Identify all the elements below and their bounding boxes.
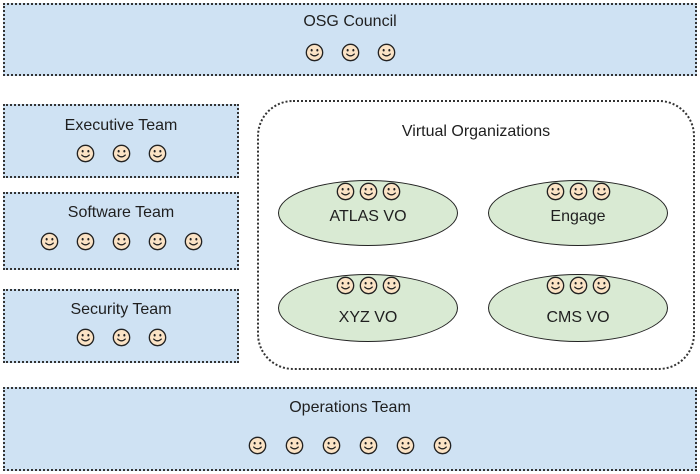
- virtual-organizations-container: Virtual Organizations ATLAS VO Engage XY…: [257, 100, 695, 370]
- security-team-title: Security Team: [70, 301, 172, 318]
- smiley-face-icon: [112, 232, 130, 251]
- smiley-face-icon: [112, 328, 130, 347]
- osg-council-members: [5, 43, 695, 62]
- vo-xyz-label: XYZ VO: [338, 309, 398, 326]
- virtual-organizations-title: Virtual Organizations: [401, 123, 551, 140]
- smiley-face-icon: [40, 232, 58, 251]
- smiley-face-icon: [569, 182, 587, 201]
- vo-engage-label: Engage: [550, 208, 606, 225]
- smiley-face-icon: [359, 436, 378, 455]
- smiley-face-icon: [148, 328, 166, 347]
- smiley-face-icon: [148, 144, 166, 163]
- smiley-face-icon: [322, 436, 341, 455]
- smiley-face-icon: [359, 276, 377, 295]
- vo-engage-members: [489, 182, 667, 201]
- smiley-face-icon: [396, 436, 415, 455]
- smiley-face-icon: [148, 232, 166, 251]
- smiley-face-icon: [546, 182, 564, 201]
- smiley-face-icon: [382, 276, 400, 295]
- executive-team-box: Executive Team: [3, 104, 239, 178]
- smiley-face-icon: [305, 43, 323, 62]
- vo-ellipse-cms: CMS VO: [488, 274, 668, 342]
- smiley-face-icon: [377, 43, 395, 62]
- vo-ellipse-xyz: XYZ VO: [278, 274, 458, 342]
- osg-council-box: OSG Council: [3, 3, 697, 76]
- operations-team-members: [5, 436, 695, 455]
- smiley-face-icon: [433, 436, 452, 455]
- smiley-face-icon: [76, 232, 94, 251]
- vo-ellipse-engage: Engage: [488, 180, 668, 246]
- vo-ellipse-atlas: ATLAS VO: [278, 180, 458, 246]
- executive-team-members: [5, 144, 237, 163]
- smiley-face-icon: [359, 182, 377, 201]
- smiley-face-icon: [336, 182, 354, 201]
- smiley-face-icon: [76, 144, 94, 163]
- software-team-box: Software Team: [3, 192, 239, 270]
- security-team-box: Security Team: [3, 289, 239, 363]
- vo-cms-members: [489, 276, 667, 295]
- smiley-face-icon: [569, 276, 587, 295]
- smiley-face-icon: [592, 182, 610, 201]
- vo-cms-label: CMS VO: [546, 309, 610, 326]
- smiley-face-icon: [592, 276, 610, 295]
- vo-atlas-label: ATLAS VO: [329, 208, 407, 225]
- smiley-face-icon: [336, 276, 354, 295]
- smiley-face-icon: [341, 43, 359, 62]
- vo-xyz-members: [279, 276, 457, 295]
- smiley-face-icon: [76, 328, 94, 347]
- smiley-face-icon: [382, 182, 400, 201]
- security-team-members: [5, 328, 237, 347]
- operations-team-title: Operations Team: [289, 399, 411, 416]
- software-team-members: [5, 232, 237, 251]
- smiley-face-icon: [285, 436, 304, 455]
- smiley-face-icon: [248, 436, 267, 455]
- software-team-title: Software Team: [67, 204, 175, 221]
- smiley-face-icon: [184, 232, 202, 251]
- smiley-face-icon: [112, 144, 130, 163]
- vo-atlas-members: [279, 182, 457, 201]
- operations-team-box: Operations Team: [3, 387, 697, 471]
- executive-team-title: Executive Team: [64, 117, 178, 134]
- smiley-face-icon: [546, 276, 564, 295]
- osg-council-title: OSG Council: [303, 13, 397, 30]
